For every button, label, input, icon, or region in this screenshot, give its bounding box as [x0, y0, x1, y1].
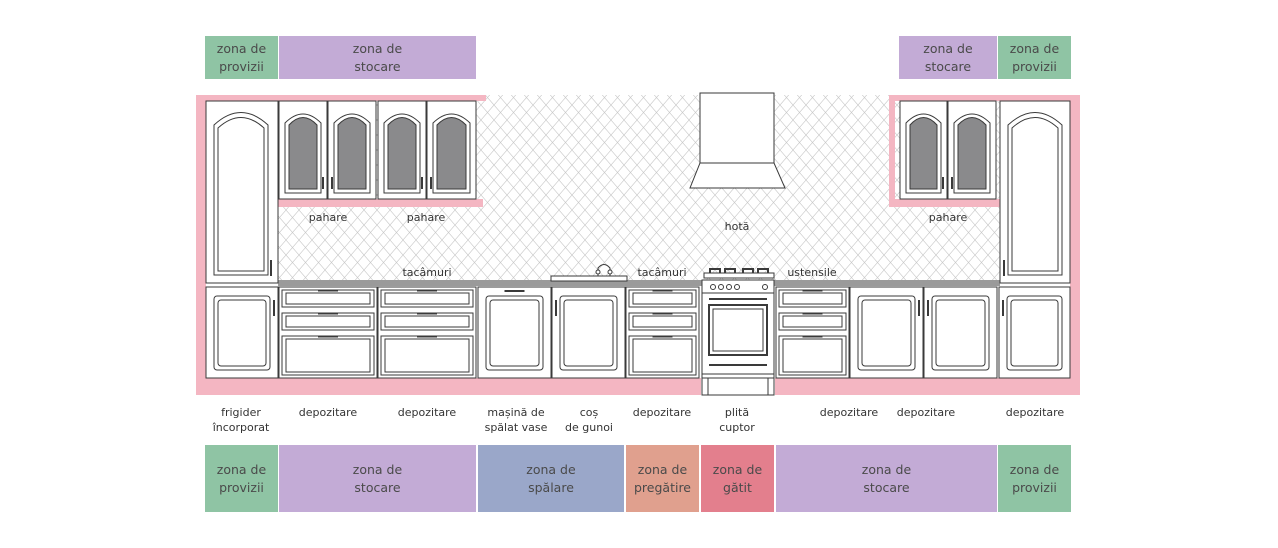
cabinet-label: plită cuptor	[719, 406, 755, 434]
top-zone-stocare-right: zona de stocare	[899, 36, 997, 79]
pink-wall-panels	[196, 95, 1080, 395]
base-cabinets	[205, 286, 1071, 379]
label-pahare-3: pahare	[928, 211, 968, 224]
top-zone-provizii-right: zona de provizii	[998, 36, 1071, 79]
bottom-zone-provizii-left: zona de provizii	[205, 445, 278, 512]
cabinet-label: depozitare	[1005, 406, 1065, 419]
tall-cabinet-left	[205, 100, 279, 284]
label-pahare-1: pahare	[308, 211, 348, 224]
cabinet-label: mașină de spălat vase	[484, 406, 548, 434]
countertop	[278, 280, 1000, 286]
label-ustensile: ustensile	[787, 266, 837, 279]
bottom-zone-pregatire: zona de pregătire	[626, 445, 699, 512]
range-hood	[689, 92, 786, 189]
tall-cabinet-right	[999, 100, 1071, 284]
cabinet-label: depozitare	[819, 406, 879, 419]
cabinet-label: depozitare	[632, 406, 692, 419]
oven	[701, 279, 775, 396]
upper-glass-cabinets-left	[278, 100, 477, 200]
cabinet-label: depozitare	[397, 406, 457, 419]
bottom-zone-stocare-left: zona de stocare	[279, 445, 476, 512]
label-tacamuri-1: tacâmuri	[402, 266, 452, 279]
label-tacamuri-2: tacâmuri	[637, 266, 687, 279]
bottom-zone-stocare-right: zona de stocare	[776, 445, 997, 512]
cabinet-label: depozitare	[896, 406, 956, 419]
label-hota: hotă	[724, 220, 750, 233]
cooktop-burners	[703, 268, 775, 279]
cabinet-label: frigider încorporat	[212, 406, 270, 434]
top-zone-stocare-left: zona de stocare	[279, 36, 476, 79]
top-zone-provizii-left: zona de provizii	[205, 36, 278, 79]
upper-glass-cabinets-right	[899, 100, 997, 200]
bottom-zone-spalare: zona de spălare	[478, 445, 624, 512]
cabinet-label: depozitare	[298, 406, 358, 419]
bottom-zone-gatit: zona de gătit	[701, 445, 774, 512]
label-pahare-2: pahare	[406, 211, 446, 224]
cabinet-label: coș de gunoi	[565, 406, 613, 434]
bottom-zone-provizii-right: zona de provizii	[998, 445, 1071, 512]
sink-faucet	[550, 264, 628, 282]
